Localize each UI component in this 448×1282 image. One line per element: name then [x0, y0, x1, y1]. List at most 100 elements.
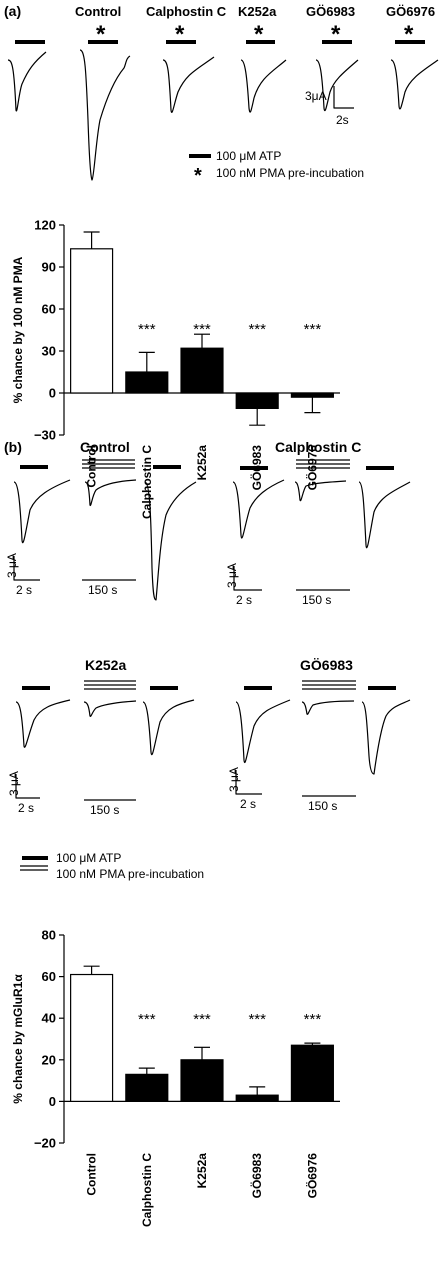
mglur-annotation-2: ***	[193, 1011, 211, 1028]
group-b-title-go6983: GÖ6983	[300, 657, 353, 673]
pma-ytick-label-5: 120	[34, 218, 56, 233]
trace-a-title-k252a: K252a	[238, 4, 277, 19]
trace-a-3	[162, 40, 215, 113]
sb-b4-x: 2 s	[240, 797, 256, 811]
mglur-bar-0	[70, 973, 114, 1103]
group-b-title-control: Control	[80, 439, 130, 455]
group-b-titles: Control Calphostin C K252a GÖ6983	[80, 439, 361, 673]
sb-b4-y: 3 μA	[227, 767, 241, 792]
mglur-annotation-1: ***	[138, 1011, 156, 1028]
star-a-3: *	[175, 21, 185, 48]
scalebar-b-k252a	[15, 774, 40, 799]
legend-b-item-2: 100 nM PMA pre-incubation	[56, 867, 204, 881]
star-a-5: *	[331, 21, 341, 48]
sb-b3-x2: 150 s	[90, 803, 119, 817]
star-a-2: *	[96, 21, 106, 48]
trace-b-go6983	[235, 680, 411, 797]
pma-bar-3	[235, 392, 279, 409]
trace-a-title-control: Control	[75, 4, 121, 19]
pma-bar-0	[70, 248, 114, 394]
mglur-bar-1	[125, 1073, 169, 1102]
pma-bar-4	[290, 392, 334, 398]
scalebar-a	[333, 86, 354, 109]
legend-b-double-symbol	[20, 865, 48, 871]
trace-a-1	[7, 40, 47, 112]
panel-b-label: (b)	[4, 439, 22, 455]
pma-bar-2	[180, 347, 224, 394]
trace-a-title-go6976: GÖ6976	[386, 4, 435, 19]
trace-b-control	[13, 459, 197, 601]
trace-a-title-go6983: GÖ6983	[306, 4, 355, 19]
group-b-title-k252a: K252a	[85, 657, 126, 673]
trace-a-titles: Control Calphostin C K252a GÖ6983 GÖ6976	[75, 4, 435, 19]
sb-b2-x2: 150 s	[302, 593, 331, 607]
trace-a-4	[240, 40, 287, 113]
pma-xtick-label-2: K252a	[195, 445, 209, 481]
mglur-bar-4	[290, 1044, 334, 1102]
group-b-title-calphostin: Calphostin C	[275, 439, 361, 455]
sb-b4-x2: 150 s	[308, 799, 337, 813]
scalebar-b-control	[13, 556, 40, 581]
pma-annotation-3: ***	[248, 321, 266, 338]
legend-b-item-1: 100 μM ATP	[56, 851, 121, 865]
trace-a-2	[79, 40, 131, 181]
pma-ytick-label-0: −30	[34, 428, 56, 443]
trace-a-6	[390, 40, 439, 110]
pma-bar-1	[125, 371, 169, 394]
mglur-ytick-label-5: 80	[42, 928, 56, 943]
legend-a-star-symbol: *	[194, 165, 202, 187]
mglur-ytick-label-1: 0	[49, 1094, 56, 1109]
pma-ylabel: % chance by 100 nM PMA	[11, 256, 25, 403]
mglur-xtick-label-1: Calphostin C	[140, 1153, 154, 1227]
pma-annotation-2: ***	[193, 321, 211, 338]
mglur-ytick-label-3: 40	[42, 1011, 56, 1026]
mglur-annotation-4: ***	[304, 1011, 322, 1028]
sb-b1-x: 2 s	[16, 583, 32, 597]
mglur-ytick-label-2: 20	[42, 1052, 56, 1067]
trace-a-stars: * * * * *	[96, 21, 414, 48]
sb-b2-y: 3 μA	[225, 563, 239, 588]
mglur-xtick-label-2: K252a	[195, 1153, 209, 1189]
trace-a-title-calphostin: Calphostin C	[146, 4, 227, 19]
star-a-4: *	[254, 21, 264, 48]
mglur-xtick-label-0: Control	[85, 1153, 99, 1196]
pma-ytick-label-2: 30	[42, 344, 56, 359]
mglur-bar-2	[180, 1059, 224, 1103]
scalebar-b-go6983	[235, 770, 262, 795]
legend-a-item-1: 100 μM ATP	[216, 149, 281, 163]
mglur-xtick-label-4: GÖ6976	[304, 1153, 319, 1199]
panel-a-label: (a)	[4, 3, 21, 19]
pma-xtick-label-3: GÖ6983	[249, 445, 264, 491]
pma-xtick-label-1: Calphostin C	[140, 445, 154, 519]
star-a-6: *	[404, 21, 414, 48]
mglur-ytick-label-0: −20	[34, 1136, 56, 1151]
scalebar-a-x-label: 2s	[336, 113, 349, 127]
pma-ytick-label-3: 60	[42, 302, 56, 317]
mglur-bar-3	[235, 1094, 279, 1103]
pma-ytick-label-4: 90	[42, 260, 56, 275]
trace-b-calphostin	[232, 459, 411, 591]
legend-a-item-2: 100 nM PMA pre-incubation	[216, 166, 364, 180]
trace-a-5	[315, 40, 359, 112]
pma-annotation-1: ***	[138, 321, 156, 338]
sb-b3-x: 2 s	[18, 801, 34, 815]
mglur-xtick-label-3: GÖ6983	[249, 1153, 264, 1199]
sb-b3-y: 3 μA	[7, 771, 21, 796]
bar-chart-pma: −30 0 30 60 90 120 % chance by 100 nM PMA Contr…	[11, 218, 340, 519]
trace-b-k252a	[15, 680, 195, 801]
sb-b1-y: 3 μA	[5, 553, 19, 578]
mglur-ytick-label-4: 60	[42, 969, 56, 984]
mglur-annotation-3: ***	[248, 1011, 266, 1028]
sb-b2-x: 2 s	[236, 593, 252, 607]
scalebar-b-labels: 3 μA 2 s 150 s 3 μA 2 s 150 s 3 μA 2 s 1…	[5, 553, 337, 817]
mglur-ylabel: % chance by mGluR1α	[11, 974, 25, 1104]
scalebar-a-y-label: 3μA	[305, 89, 327, 103]
pma-xtick-label-4: GÖ6976	[304, 445, 319, 491]
scalebar-b-calphostin	[233, 566, 262, 591]
pma-ytick-label-1: 0	[49, 386, 56, 401]
pma-xtick-label-0: Control	[85, 445, 99, 488]
sb-b1-x2: 150 s	[88, 583, 117, 597]
pma-annotation-4: ***	[304, 321, 322, 338]
